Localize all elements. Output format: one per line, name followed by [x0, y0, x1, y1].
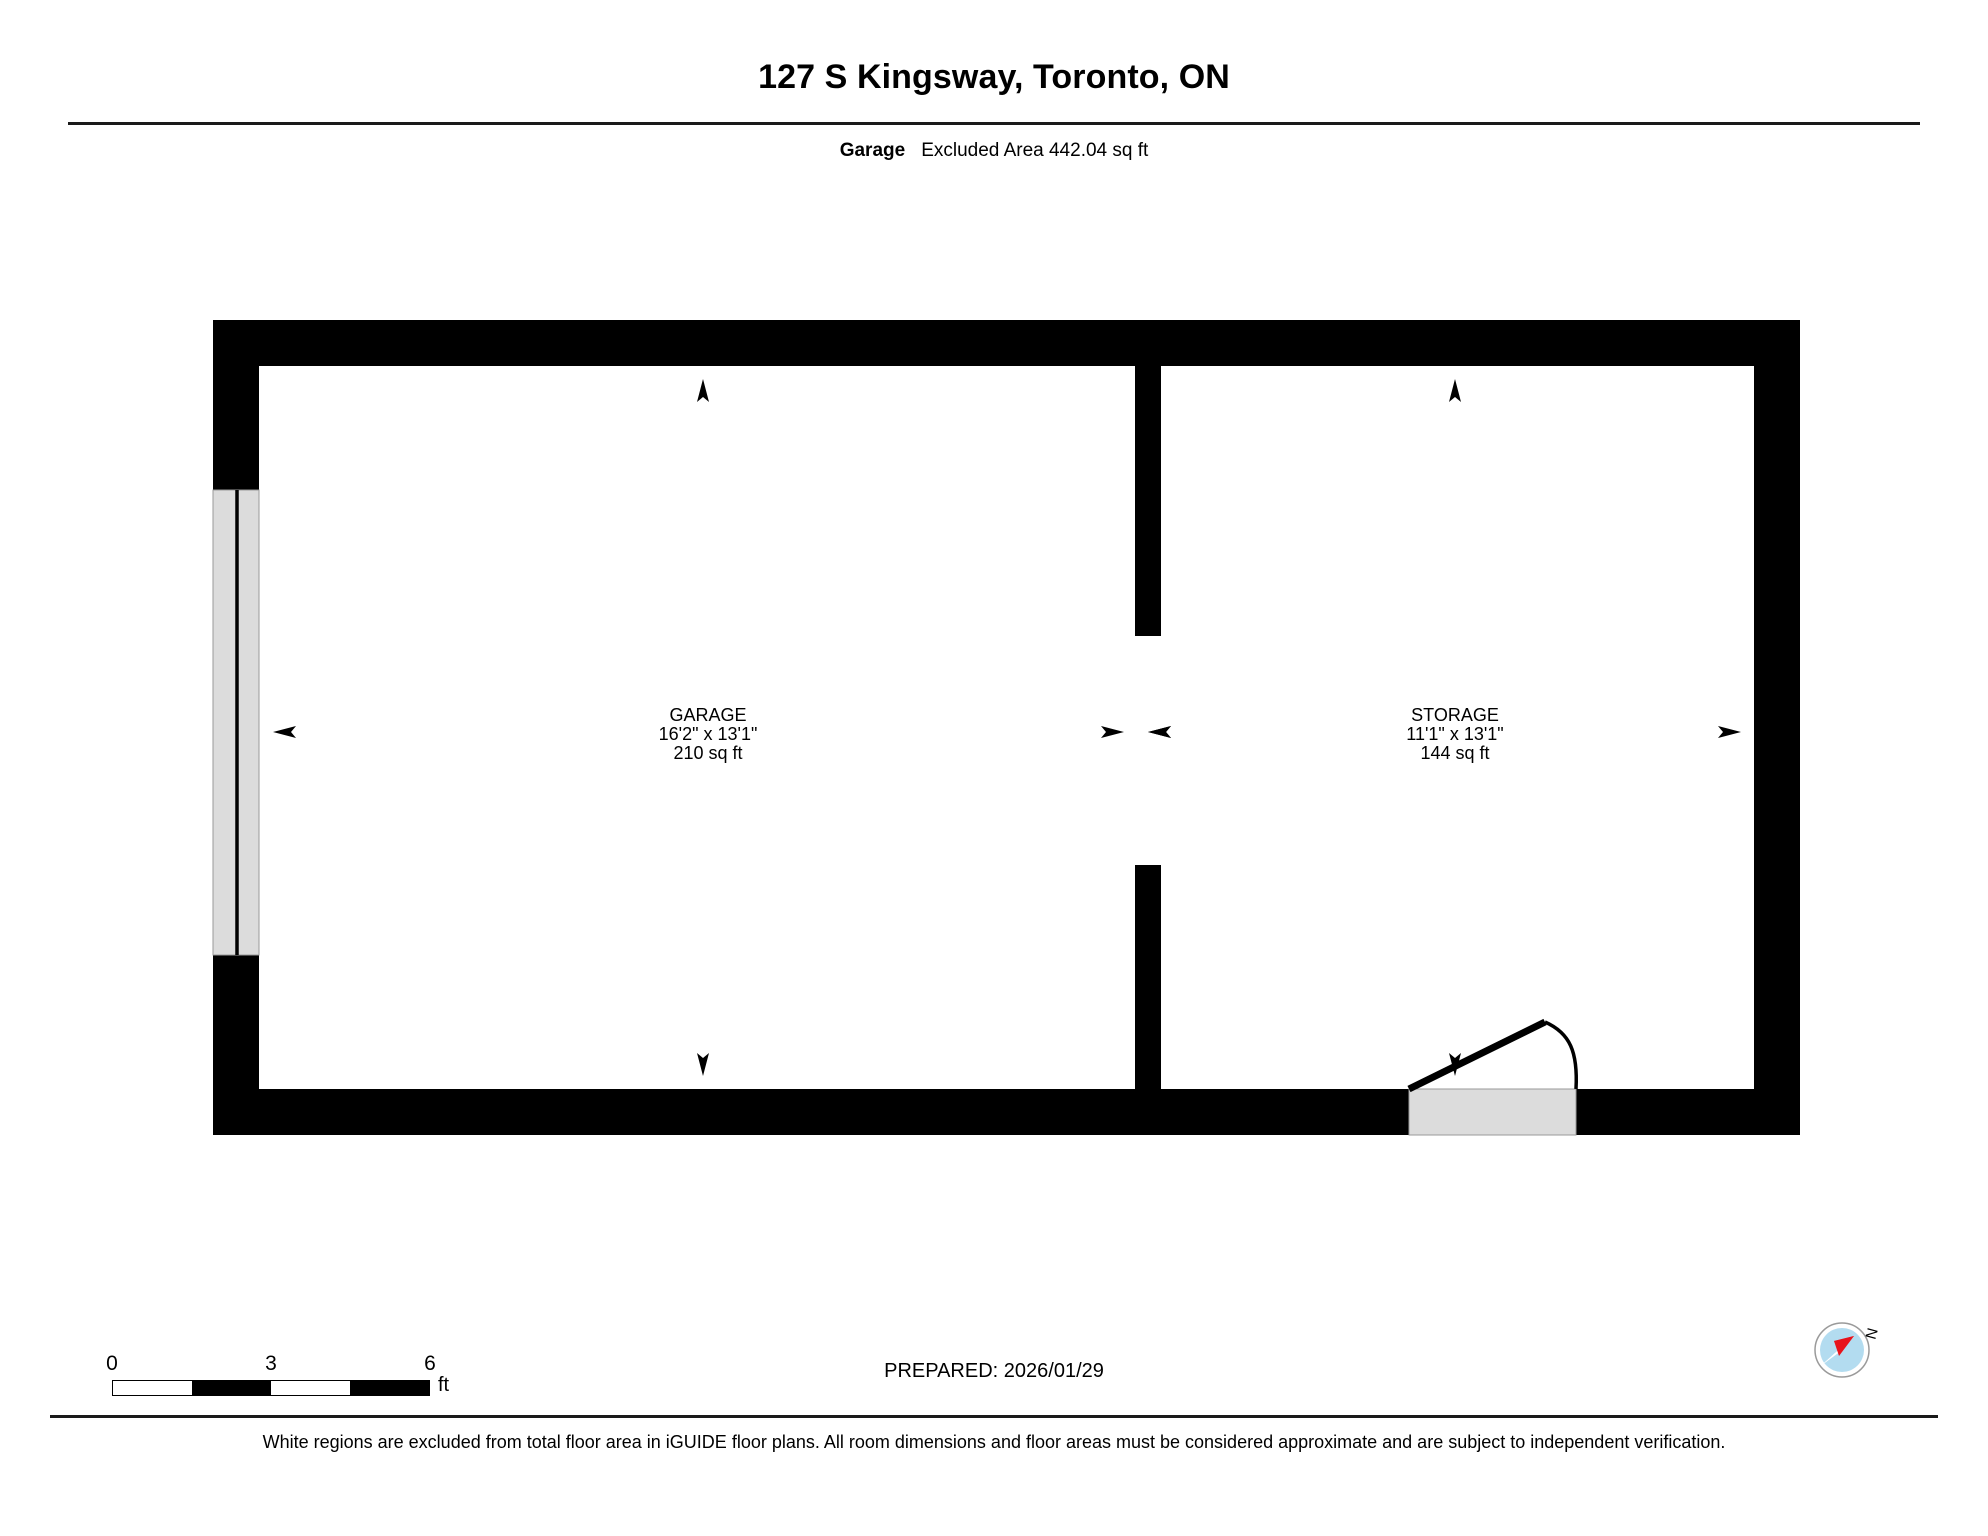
room-area-storage: 144 sq ft: [1420, 743, 1489, 763]
room-label-storage: STORAGE 11'1" x 13'1" 144 sq ft: [1406, 705, 1503, 763]
excluded-area-label: Excluded Area 442.04 sq ft: [921, 140, 1149, 161]
entry-door-opening: [1408, 1088, 1577, 1136]
room-fill-storage: [1160, 366, 1754, 1089]
wall-top: [213, 320, 1800, 366]
scale-segment-4: [350, 1381, 429, 1395]
prepared-date: PREPARED: 2026/01/29: [884, 1360, 1104, 1382]
scale-segment-2: [192, 1381, 271, 1395]
compass-needle-north-tip: [1834, 1336, 1854, 1356]
wall-left-upper: [213, 320, 259, 490]
wall-right: [1754, 320, 1800, 1135]
wall-partition-lower: [1135, 865, 1161, 1089]
scale-tick-0: 0: [106, 1352, 118, 1375]
footer-divider: [50, 1415, 1938, 1418]
scale-segment-1: [113, 1381, 192, 1395]
level-label: Garage: [839, 140, 906, 161]
page-title: 127 S Kingsway, Toronto, ON: [758, 58, 1230, 96]
entry-door-leaf: [1407, 1018, 1547, 1093]
room-label-garage: GARAGE 16'2" x 13'1" 210 sq ft: [659, 705, 758, 763]
wall-partition-upper: [1135, 366, 1161, 636]
room-area-garage: 210 sq ft: [673, 743, 742, 763]
garage-door-opening: [212, 489, 260, 956]
entry-door-swing-arc: [1544, 1020, 1579, 1090]
room-dimensions-garage: 16'2" x 13'1": [659, 724, 758, 744]
dimension-arrow-storage-bottom: [1449, 1053, 1461, 1076]
dimension-arrow-garage-bottom: [697, 1053, 709, 1076]
disclaimer-text: White regions are excluded from total fl…: [262, 1432, 1726, 1452]
scale-bar-graphic: [112, 1380, 430, 1396]
room-name-garage: GARAGE: [669, 705, 746, 725]
compass-rose-icon: N: [1814, 1322, 1881, 1378]
scale-tick-2: 6: [424, 1352, 436, 1375]
room-name-storage: STORAGE: [1411, 705, 1499, 725]
level-summary: Garage Excluded Area 442.04 sq ft: [0, 140, 1988, 162]
compass-north-label: N: [1861, 1326, 1880, 1341]
header-divider: [68, 122, 1920, 125]
wall-bottom: [213, 1089, 1800, 1135]
scale-tick-1: 3: [265, 1352, 277, 1375]
scale-units-label: ft: [438, 1374, 450, 1396]
wall-left-lower: [213, 955, 259, 1135]
scale-segment-3: [271, 1381, 350, 1395]
room-fill-garage: [259, 366, 1135, 1089]
dimension-arrow-storage-top: [1449, 379, 1461, 402]
dimension-arrow-center: [1101, 726, 1171, 738]
dimension-arrow-garage-top: [697, 379, 709, 402]
scale-bar: 0 3 6 ft: [106, 1352, 449, 1408]
dimension-arrow-garage-left: [273, 726, 296, 738]
dimension-arrow-storage-right: [1718, 726, 1741, 738]
room-dimensions-storage: 11'1" x 13'1": [1406, 724, 1503, 744]
